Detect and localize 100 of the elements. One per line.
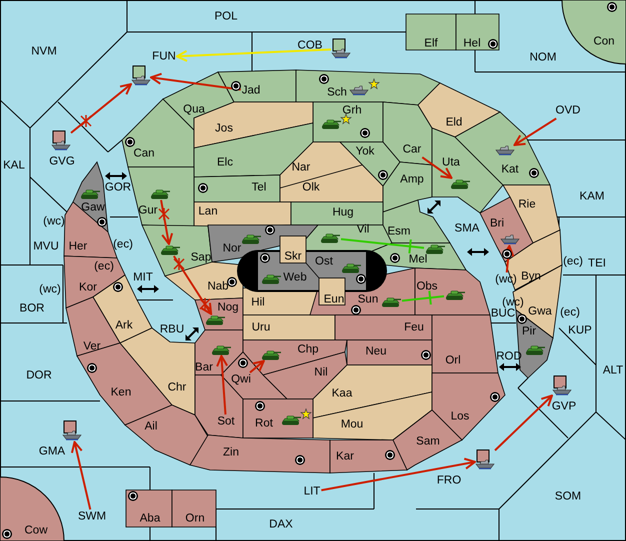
region-label: Rie: [518, 198, 536, 212]
region-label: Sch: [327, 86, 347, 100]
region-label: Bar: [195, 362, 213, 374]
tank-icon: [80, 189, 100, 199]
region-label: Neu: [365, 346, 387, 358]
region-label: (ec): [563, 256, 583, 268]
ship-icon: [476, 450, 494, 470]
region-label: KAM: [580, 190, 604, 204]
ship-icon: [350, 86, 368, 96]
tank-icon: [261, 350, 281, 360]
order-arrow: [513, 118, 557, 146]
order-arrow: [321, 458, 476, 492]
region-label: (ec): [113, 238, 133, 252]
ship-icon: [501, 235, 519, 245]
region-label: Olk: [302, 182, 320, 194]
tank-icon: [425, 244, 445, 254]
region-label: Nar: [292, 162, 310, 174]
region-label: (ec): [94, 260, 114, 274]
region-label: KUP: [568, 324, 592, 338]
region-label: Lan: [198, 206, 218, 218]
order-arrow: [70, 83, 132, 134]
region-label: Mel: [408, 254, 428, 266]
region-label: Can: [133, 148, 155, 160]
region-label: Kar: [336, 450, 354, 464]
order-arrow: [494, 394, 553, 452]
region-label: Jos: [215, 122, 233, 136]
region-label: Nor: [222, 242, 242, 256]
region-label: Gwa: [528, 306, 552, 318]
region-label: Ken: [110, 386, 132, 400]
region-label: Feu: [404, 322, 424, 334]
ship-icon: [553, 376, 571, 396]
region-label: DAX: [269, 518, 293, 532]
region-label: Nil: [314, 366, 328, 380]
region-label: Rot: [255, 418, 273, 430]
order-arrow: [422, 156, 453, 179]
region-label: TEI: [588, 258, 606, 270]
region-label: Sun: [358, 294, 378, 306]
region-label: Zin: [223, 446, 239, 460]
region-label: SWM: [78, 510, 106, 524]
region-label: Elc: [217, 156, 233, 170]
tank-icon: [241, 234, 261, 244]
region-label: Sam: [416, 436, 440, 448]
region-label: Mou: [340, 418, 364, 432]
ship-icon: [132, 66, 150, 86]
tank-icon: [150, 189, 170, 199]
tank-icon: [445, 290, 465, 300]
region-label: ALT: [602, 364, 624, 378]
region-label: KAL: [3, 160, 25, 172]
region-label: MVU: [33, 240, 59, 254]
region-label: Web: [283, 272, 307, 284]
tank-icon: [341, 263, 361, 273]
region-label: GMA: [38, 446, 66, 458]
region-label: Ver: [83, 340, 101, 354]
region-label: Ost: [315, 256, 333, 268]
region-label: Elf: [424, 38, 438, 50]
region-label: Car: [402, 144, 422, 156]
region-label: FRO: [436, 474, 462, 488]
region-label: Uru: [252, 322, 270, 334]
region-label: Hel: [463, 38, 481, 50]
region-label: Aba: [140, 512, 160, 526]
tank-icon: [381, 297, 401, 307]
region-label: COB: [298, 40, 322, 52]
tank-icon: [205, 315, 225, 325]
region-label: Yok: [356, 146, 374, 158]
region-label: (wc): [43, 216, 65, 228]
region-label: Con: [593, 36, 615, 48]
region-label: Ail: [144, 420, 158, 434]
region-label: GVG: [49, 156, 75, 168]
region-label: Grh: [342, 104, 362, 118]
tank-icon: [321, 119, 341, 129]
region-label: Gaw: [81, 202, 105, 214]
region-label: Kaa: [332, 388, 352, 400]
region-label: Chp: [297, 344, 319, 356]
region-label: Amp: [400, 174, 424, 186]
region-label: Byn: [521, 270, 541, 284]
region-label: Esm: [388, 226, 410, 238]
order-arrow: [249, 360, 265, 374]
region-label: Her: [68, 240, 88, 254]
tank-icon: [261, 274, 281, 284]
region-label: Eun: [324, 294, 344, 306]
tank-icon: [525, 345, 545, 355]
tank-icon: [320, 233, 340, 243]
region-label: FUN: [152, 50, 176, 64]
region-label: RBU: [160, 324, 184, 336]
region-label: Gur: [138, 204, 158, 218]
ship-icon: [52, 131, 70, 151]
region-label: Jad: [242, 84, 260, 98]
ship-icon: [63, 421, 81, 441]
tank-icon: [211, 345, 231, 355]
region-label: (ec): [560, 306, 580, 320]
region-label: Kat: [501, 164, 519, 176]
region-label: Los: [450, 410, 470, 424]
region-label: SOM: [554, 490, 582, 504]
region-label: GOR: [104, 182, 132, 194]
region-label: Hil: [251, 296, 265, 310]
region-label: GVP: [552, 400, 576, 414]
region-label: SMA: [454, 222, 480, 236]
region-label: Cow: [24, 524, 48, 538]
region-label: Sot: [217, 416, 235, 428]
tank-icon: [450, 179, 470, 189]
